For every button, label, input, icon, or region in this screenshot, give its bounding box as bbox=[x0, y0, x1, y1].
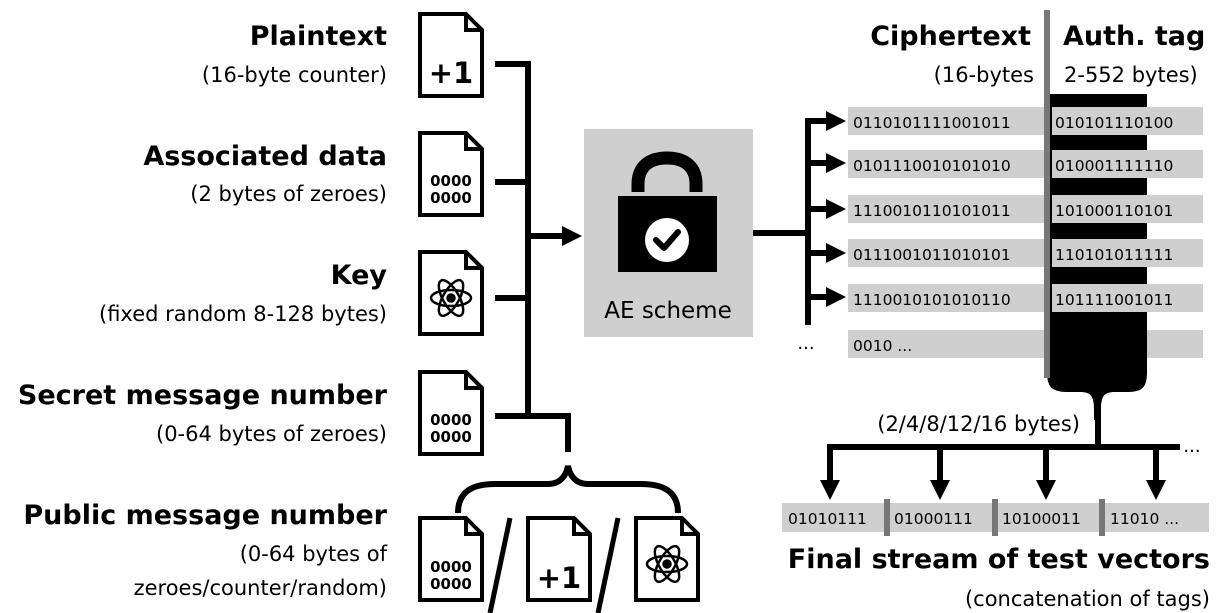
split-arrows bbox=[820, 480, 1166, 500]
ae-scheme-label: AE scheme bbox=[604, 298, 732, 324]
multi-doc-icon: 0000 0000 +1 bbox=[418, 516, 700, 613]
ciphertext-title: Ciphertext bbox=[870, 21, 1031, 52]
input-connectors bbox=[495, 61, 571, 452]
public-message-number-subtitle-1: (0-64 bytes of bbox=[240, 542, 388, 566]
tag-row: 101111001011 bbox=[1055, 291, 1173, 309]
public-message-number-subtitle-2: zeroes/counter/random) bbox=[134, 576, 387, 600]
zeros-doc-text-1: 0000 bbox=[430, 172, 472, 190]
zeros-doc-text-1: 0000 bbox=[430, 411, 472, 429]
tag-cell-backgrounds bbox=[1052, 107, 1203, 312]
tag-row: 101000110101 bbox=[1055, 202, 1173, 220]
final-stream-subtitle: (concatenation of tags) bbox=[965, 587, 1210, 611]
cipher-row: 0101110010101010 bbox=[853, 157, 1011, 175]
secret-message-number-title: Secret message number bbox=[18, 380, 388, 411]
stream-segment: 01000111 bbox=[894, 510, 973, 528]
cipher-row: 1110010101010110 bbox=[853, 291, 1011, 309]
plaintext-title: Plaintext bbox=[250, 21, 387, 52]
final-stream-title: Final stream of test vectors bbox=[788, 544, 1210, 575]
cipher-row: 0110101111001011 bbox=[853, 114, 1011, 132]
curly-brace bbox=[455, 465, 681, 514]
stream-dividers bbox=[884, 499, 1105, 536]
public-message-number-title: Public message number bbox=[23, 500, 387, 531]
plaintext-subtitle: (16-byte counter) bbox=[202, 63, 387, 87]
split-connectors bbox=[827, 418, 1180, 482]
tag-row: 110101011111 bbox=[1055, 246, 1173, 264]
cipher-row: 0111001011010101 bbox=[853, 246, 1011, 264]
auth-tag-title: Auth. tag bbox=[1063, 21, 1205, 52]
svg-text:0000: 0000 bbox=[430, 558, 472, 576]
counter-doc-icon: +1 bbox=[418, 12, 484, 98]
auth-tag-subtitle: 2-552 bytes) bbox=[1064, 63, 1198, 87]
stream-segments: 01010111 01000111 10100011 11010 ... bbox=[788, 510, 1179, 528]
counter-doc-text: +1 bbox=[429, 56, 473, 90]
output-arrows bbox=[826, 111, 846, 307]
tag-row: 010001111110 bbox=[1055, 157, 1173, 175]
key-subtitle: (fixed random 8-128 bytes) bbox=[99, 302, 387, 326]
zeros-doc-text-2: 0000 bbox=[430, 428, 472, 446]
stream-segment: 01010111 bbox=[788, 510, 867, 528]
cipher-row: 1110010110101011 bbox=[853, 202, 1011, 220]
stream-ellipsis: ... bbox=[1183, 436, 1200, 457]
rows-ellipsis: ... bbox=[797, 333, 814, 354]
stream-segment: 10100011 bbox=[1002, 510, 1081, 528]
associated-data-title: Associated data bbox=[143, 141, 387, 172]
associated-data-subtitle: (2 bytes of zeroes) bbox=[190, 182, 387, 206]
ciphertext-subtitle: (16-bytes bbox=[934, 63, 1034, 87]
output-connectors bbox=[753, 118, 828, 325]
atom-doc-icon bbox=[418, 250, 484, 336]
svg-text:+1: +1 bbox=[537, 561, 581, 595]
input-arrow bbox=[562, 226, 582, 246]
tag-sizes-label: (2/4/8/12/16 bytes) bbox=[877, 412, 1080, 436]
tag-row: 010101110100 bbox=[1055, 114, 1173, 132]
padlock-check-icon bbox=[618, 151, 717, 272]
key-title: Key bbox=[331, 260, 388, 291]
svg-text:0000: 0000 bbox=[430, 575, 472, 593]
last-row: 0010 ... bbox=[853, 337, 912, 355]
zeros-doc-text-2: 0000 bbox=[430, 189, 472, 207]
stream-segment: 11010 ... bbox=[1110, 510, 1179, 528]
secret-message-number-subtitle: (0-64 bytes of zeroes) bbox=[156, 422, 387, 446]
output-rows: 0110101111001011 010101110100 0101110010… bbox=[853, 114, 1173, 355]
output-row-backgrounds bbox=[848, 107, 1203, 358]
zeros-doc-icon: 0000 0000 bbox=[418, 131, 484, 217]
zeros-doc-icon: 0000 0000 bbox=[418, 370, 484, 456]
